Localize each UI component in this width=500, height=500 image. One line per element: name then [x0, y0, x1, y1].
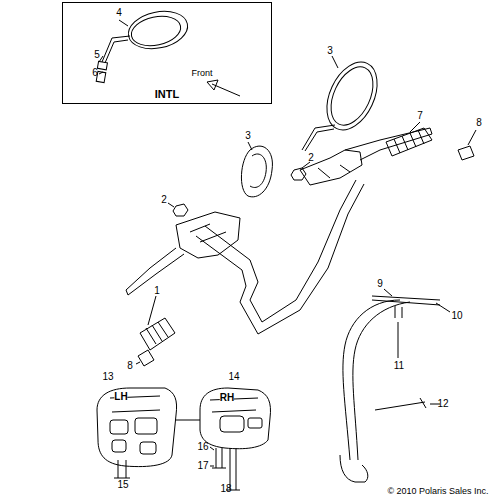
callout-number: 16 [197, 442, 208, 452]
callout-number: 2 [308, 153, 314, 163]
callout-number: 14 [228, 372, 239, 382]
callout-number: 7 [417, 111, 423, 121]
callout-number: 6 [92, 68, 98, 78]
callout-number: 10 [451, 311, 462, 321]
callout-number: 18 [220, 484, 231, 494]
callout-number: 12 [437, 399, 448, 409]
callout-number: 11 [394, 361, 404, 371]
side-label: LH [114, 392, 127, 402]
callout-number: 8 [127, 361, 133, 371]
callout-number: 17 [197, 461, 208, 471]
inset-box: INTL [62, 2, 272, 104]
copyright-note: © 2010 Polaris Sales Inc. [387, 487, 488, 496]
inset-label: INTL [155, 88, 179, 100]
callout-number: 3 [327, 46, 333, 56]
callout-number: 15 [117, 480, 128, 490]
callout-number: 1 [154, 286, 160, 296]
callout-number: 13 [102, 372, 113, 382]
callout-number: 5 [94, 50, 100, 60]
callout-number: 2 [161, 195, 167, 205]
callout-number: 9 [377, 279, 383, 289]
callout-number: 4 [116, 8, 122, 18]
callout-number: 3 [245, 131, 251, 141]
side-label: RH [220, 393, 234, 403]
callout-number: 8 [476, 118, 482, 128]
direction-label: Front [191, 69, 212, 78]
